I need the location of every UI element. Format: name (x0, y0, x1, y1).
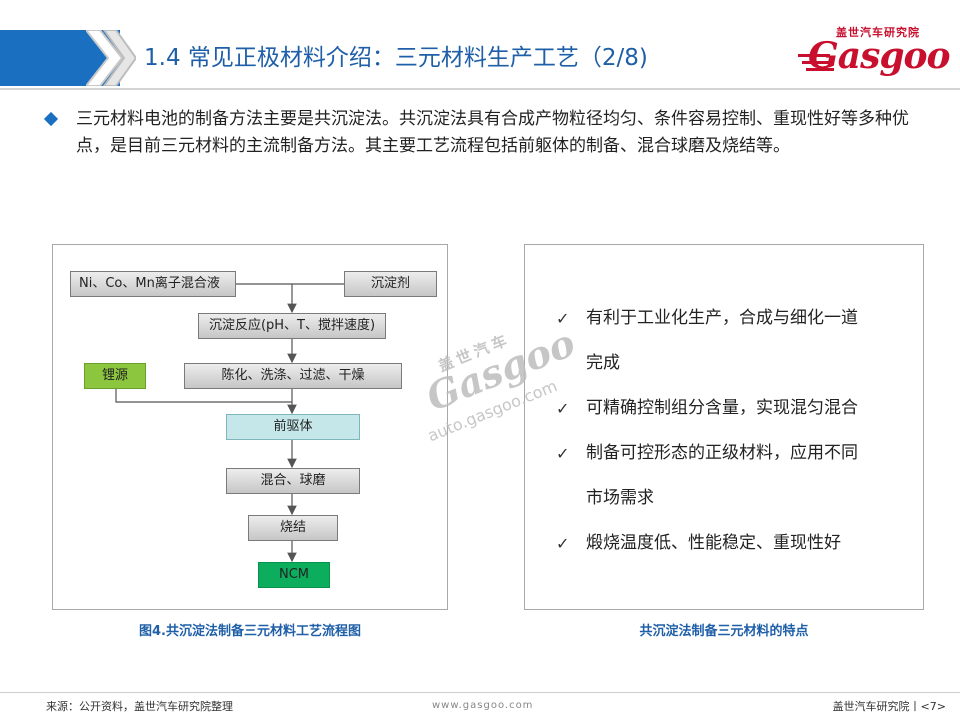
flow-reaction: 沉淀反应(pH、T、搅拌速度) (198, 313, 386, 339)
checkmark-icon: ✓ (556, 309, 570, 328)
footer-page-number: 盖世汽车研究院丨<7> (832, 700, 946, 713)
footer-source: 来源：公开资料，盖世汽车研究院整理 (46, 700, 233, 713)
feature-text: 煅烧温度低、性能稳定、重现性好 (586, 533, 841, 553)
feature-item: ✓ 制备可控形态的正级材料，应用不同 (556, 431, 906, 476)
flow-sintering: 烧结 (248, 515, 338, 541)
bullet-diamond-icon (43, 111, 59, 127)
intro-paragraph: 三元材料电池的制备方法主要是共沉淀法。共沉淀法具有合成产物粒径均匀、条件容易控制… (76, 109, 909, 156)
flow-precipitant: 沉淀剂 (344, 271, 437, 297)
flow-lithium-source: 锂源 (84, 363, 146, 389)
header-divider (0, 88, 960, 90)
feature-text: 可精确控制组分含量，实现混匀混合 (586, 398, 858, 418)
footer-divider (0, 692, 960, 693)
logo-stripes-icon (798, 54, 834, 71)
features-panel (524, 244, 924, 610)
checkmark-icon: ✓ (556, 444, 570, 463)
flow-precursor: 前驱体 (226, 414, 360, 440)
flow-processing: 陈化、洗涤、过滤、干燥 (184, 363, 402, 389)
feature-item: ✓ 有利于工业化生产，合成与细化一道 (556, 296, 906, 341)
feature-item: 完成 (556, 341, 906, 386)
feature-item: ✓ 可精确控制组分含量，实现混匀混合 (556, 386, 906, 431)
feature-item: 市场需求 (556, 476, 906, 521)
gasgoo-logo: 盖世汽车研究院 Gasgoo (796, 20, 951, 80)
flow-milling: 混合、球磨 (226, 468, 360, 494)
page-title: 1.4 常见正极材料介绍：三元材料生产工艺（2/8) (144, 45, 648, 71)
flow-ncm-product: NCM (258, 562, 330, 588)
feature-text: 有利于工业化生产，合成与细化一道 (586, 308, 858, 328)
footer-url: www.gasgoo.com (432, 700, 534, 711)
feature-item: ✓ 煅烧温度低、性能稳定、重现性好 (556, 521, 906, 566)
features-caption: 共沉淀法制备三元材料的特点 (639, 624, 809, 639)
feature-text: 制备可控形态的正级材料，应用不同 (586, 443, 858, 463)
checkmark-icon: ✓ (556, 534, 570, 553)
flow-ion-solution: Ni、Co、Mn离子混合液 (70, 271, 236, 297)
logo-wordmark: Gasgoo (808, 35, 951, 77)
chevron-icon (86, 30, 136, 86)
features-list: ✓ 有利于工业化生产，合成与细化一道完成 ✓ 可精确控制组分含量，实现混匀混合 ✓ 制备可… (556, 296, 906, 566)
flow-chart-caption: 图4.共沉淀法制备三元材料工艺流程图 (139, 624, 361, 639)
logo-chinese-name: 盖世汽车研究院 (836, 26, 920, 39)
feature-text: 市场需求 (586, 488, 654, 508)
feature-text: 完成 (586, 353, 620, 373)
checkmark-icon: ✓ (556, 399, 570, 418)
